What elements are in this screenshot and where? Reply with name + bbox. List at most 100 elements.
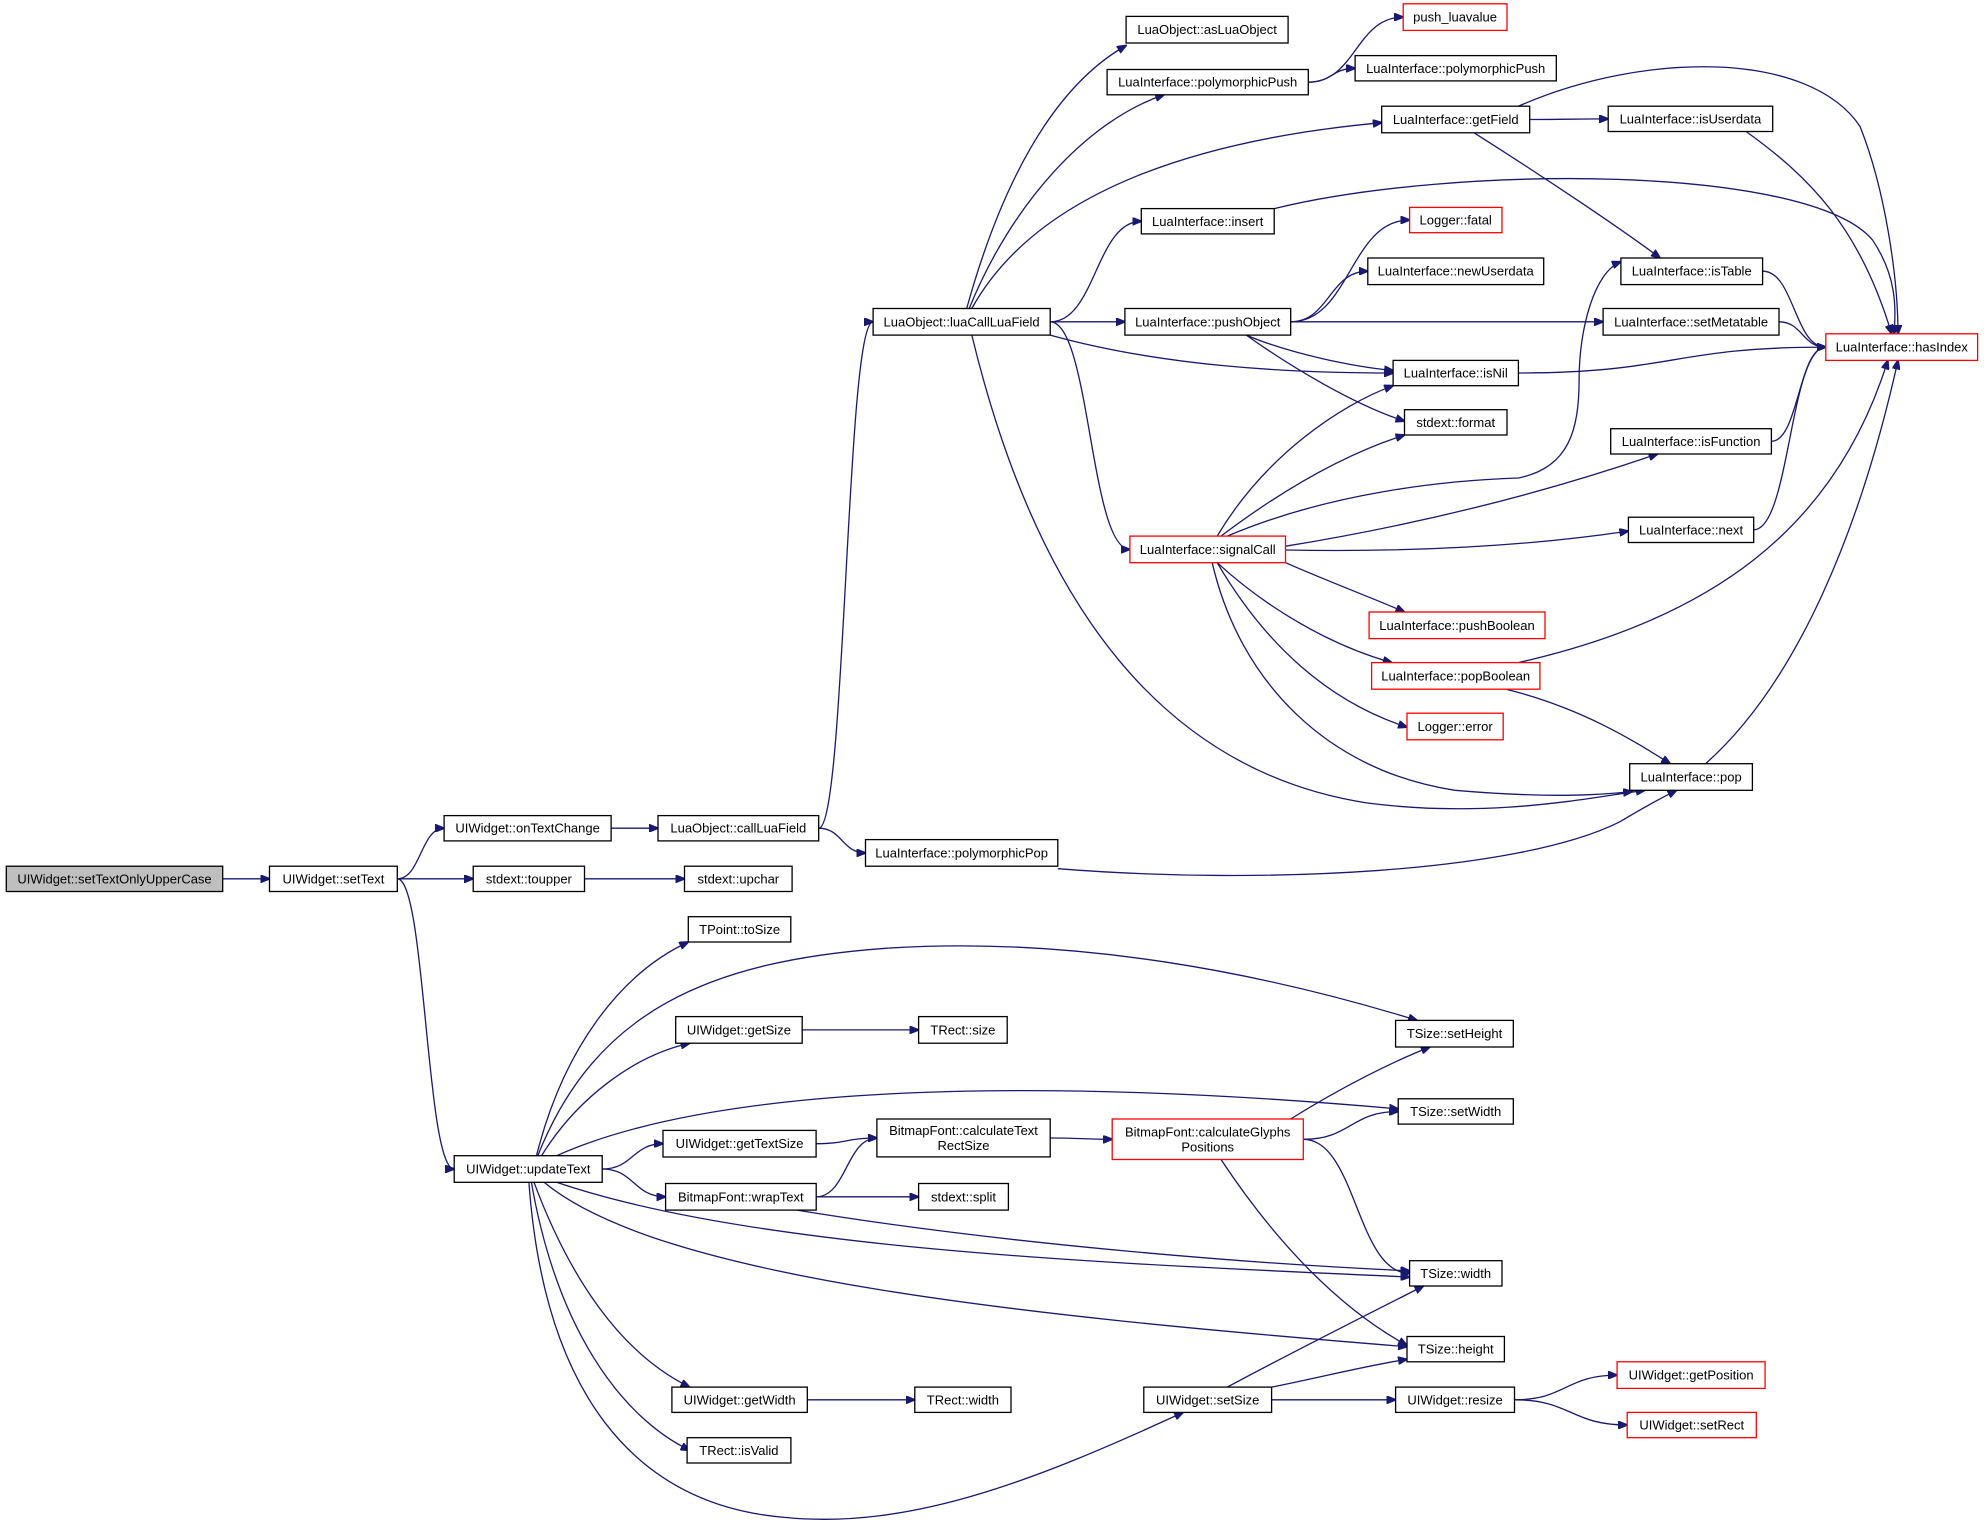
node-label: TRect::isValid [699,1443,778,1458]
node-label: TSize::height [1418,1342,1494,1357]
node-onTextChange[interactable]: UIWidget::onTextChange [443,814,612,842]
node-rectWidth[interactable]: TRect::width [914,1386,1012,1414]
node-polymorphicPush2[interactable]: LuaInterface::polymorphicPush [1354,54,1557,82]
node-box [657,814,820,842]
node-fatal[interactable]: Logger::fatal [1408,206,1503,234]
node-box [687,916,792,943]
node-signalCall[interactable]: LuaInterface::signalCall [1129,535,1287,564]
node-setRect[interactable]: UIWidget::setRect [1626,1411,1757,1439]
node-label: stdext::split [931,1189,996,1204]
node-setHeight[interactable]: TSize::setHeight [1394,1019,1514,1048]
node-isNil[interactable]: LuaInterface::isNil [1392,359,1520,387]
edge-next-to-hasIndex [1753,347,1826,531]
node-label: LuaInterface::getField [1393,112,1519,127]
node-label: LuaInterface::pushBoolean [1379,618,1534,633]
node-box [1381,105,1531,134]
node-box [917,1182,1010,1211]
edge-insert-to-hasIndex [1274,177,1895,334]
node-box [1616,1361,1766,1390]
node-setSize[interactable]: UIWidget::setSize [1143,1386,1273,1414]
node-label: UIWidget::getSize [687,1022,791,1037]
node-isFunction[interactable]: LuaInterface::isFunction [1610,428,1773,455]
node-pushBoolean[interactable]: LuaInterface::pushBoolean [1368,611,1546,640]
node-getTextSize[interactable]: UIWidget::getTextSize [662,1129,817,1158]
node-box [1602,307,1780,336]
node-label: LuaInterface::pop [1640,770,1741,785]
edge-updateText-to-getSize [541,1043,690,1157]
node-updateText[interactable]: UIWidget::updateText [453,1155,603,1183]
node-label: RectSize [937,1138,989,1153]
edge-luaCallLuaField-to-polymorphicPush1 [968,95,1164,309]
node-toSize[interactable]: TPoint::toSize [687,916,792,943]
node-box [1394,1019,1514,1048]
edge-luaCallLuaField-to-pop [971,334,1645,810]
node-box [268,865,398,893]
node-polymorphicPush1[interactable]: LuaInterface::polymorphicPush [1106,68,1309,96]
node-push_luavalue[interactable]: push_luavalue [1402,3,1508,32]
node-setMetatable[interactable]: LuaInterface::setMetatable [1602,307,1780,336]
edge-pushObject-to-format [1245,334,1404,421]
node-setText[interactable]: UIWidget::setText [268,865,398,893]
node-isValid[interactable]: TRect::isValid [686,1437,792,1464]
edge-updateText-to-getTextSize [602,1144,663,1170]
node-wrapText[interactable]: BitmapFont::wrapText [664,1182,817,1211]
node-label: LuaInterface::isFunction [1622,434,1761,449]
edge-resize-to-setRect [1514,1399,1628,1425]
node-box [686,1437,792,1464]
node-box [1406,1335,1506,1363]
node-box [664,1182,817,1211]
node-luaCallLuaField[interactable]: LuaObject::luaCallLuaField [872,307,1051,336]
edge-updateText-to-isValid [530,1182,689,1450]
node-sizeHeight[interactable]: TSize::height [1406,1335,1506,1363]
node-upchar[interactable]: stdext::upchar [683,865,793,893]
edge-calcGlyphs-to-sizeWidth [1303,1138,1409,1273]
node-label: LuaInterface::isUserdata [1620,111,1762,126]
edge-callLuaField-to-luaCallLuaField [818,322,873,829]
node-setWidth[interactable]: TSize::setWidth [1397,1098,1514,1125]
edge-setSize-to-sizeHeight [1271,1359,1407,1388]
node-pushObject[interactable]: LuaInterface::pushObject [1124,307,1292,336]
edge-wrapText-to-sizeWidth [796,1209,1410,1271]
node-popBoolean[interactable]: LuaInterface::popBoolean [1370,661,1541,690]
node-label: UIWidget::getTextSize [676,1136,804,1151]
node-polymorphicPop[interactable]: LuaInterface::polymorphicPop [864,838,1059,867]
node-box [662,1129,817,1158]
node-rectSize[interactable]: TRect::size [917,1015,1008,1044]
edge-isUserdata-to-hasIndex [1745,130,1892,334]
node-format[interactable]: stdext::format [1403,409,1508,436]
node-asLuaObject[interactable]: LuaObject::asLuaObject [1125,15,1289,44]
node-getPosition[interactable]: UIWidget::getPosition [1616,1361,1766,1390]
node-toupper[interactable]: stdext::toupper [472,865,586,893]
node-insert[interactable]: LuaInterface::insert [1140,207,1275,235]
node-newUserdata[interactable]: LuaInterface::newUserdata [1367,257,1545,286]
node-box [675,1015,803,1044]
edge-isFunction-to-hasIndex [1771,347,1825,442]
node-callLuaField[interactable]: LuaObject::callLuaField [657,814,820,842]
node-split[interactable]: stdext::split [917,1182,1010,1211]
node-sizeWidth[interactable]: TSize::width [1408,1260,1503,1287]
node-box [1403,409,1508,436]
node-hasIndex[interactable]: LuaInterface::hasIndex [1825,333,1979,362]
node-setTextOnlyUpperCase[interactable]: UIWidget::setTextOnlyUpperCase [5,865,224,893]
node-resize[interactable]: UIWidget::resize [1394,1386,1516,1414]
node-label: LuaInterface::setMetatable [1614,314,1768,329]
node-isUserdata[interactable]: LuaInterface::isUserdata [1607,105,1774,133]
edge-updateText-to-getWidth [533,1182,690,1387]
node-getWidth[interactable]: UIWidget::getWidth [671,1386,808,1414]
node-next[interactable]: LuaInterface::next [1627,516,1755,544]
node-box [1368,611,1546,640]
node-box [1406,712,1504,741]
node-label: UIWidget::setRect [1639,1418,1744,1433]
node-error[interactable]: Logger::error [1406,712,1504,741]
node-box [1106,68,1309,96]
edge-popBoolean-to-pop [1505,688,1671,764]
node-getField[interactable]: LuaInterface::getField [1381,105,1531,134]
node-pop[interactable]: LuaInterface::pop [1629,763,1754,791]
edge-updateText-to-wrapText [602,1168,665,1197]
node-isTable[interactable]: LuaInterface::isTable [1620,257,1764,286]
node-label: LuaInterface::signalCall [1140,542,1276,557]
node-getSize[interactable]: UIWidget::getSize [675,1015,803,1044]
edge-updateText-to-sizeHeight [543,1181,1407,1346]
